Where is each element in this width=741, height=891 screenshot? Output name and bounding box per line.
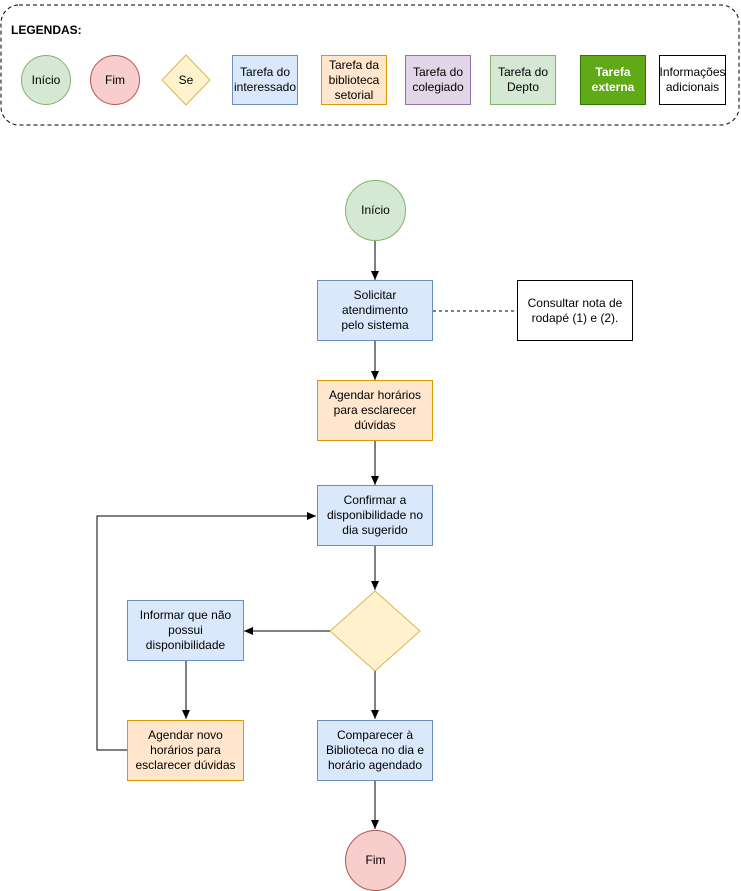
task-confirmar-disponibilidade: Confirmar a disponibilidade no dia suger…: [317, 485, 433, 546]
legend-title: LEGENDAS:: [11, 23, 82, 37]
decision-label: [330, 591, 420, 671]
legend-tarefa-interessado: Tarefa do interessado: [232, 55, 298, 105]
legend-tarefa-biblioteca: Tarefa da biblioteca setorial: [321, 55, 387, 105]
task-comparecer-biblioteca: Comparecer à Biblioteca no dia e horário…: [317, 720, 433, 781]
legend-end: Fim: [90, 55, 140, 105]
task-informar-indisponibilidade: Informar que não possui disponibilidade: [127, 600, 244, 661]
legend-tarefa-depto: Tarefa do Depto: [490, 55, 556, 105]
task-solicitar-atendimento: Solicitar atendimento pelo sistema: [317, 280, 433, 341]
start-node: Início: [345, 180, 406, 241]
legend-decision-diamond: [161, 54, 211, 106]
legend-tarefa-externa: Tarefa externa: [580, 55, 646, 105]
task-agendar-horarios: Agendar horários para esclarecer dúvidas: [317, 380, 433, 441]
end-node: Fim: [345, 830, 406, 891]
legend-frame: [0, 4, 740, 126]
task-agendar-novo-horario: Agendar novo horários para esclarecer dú…: [127, 720, 244, 781]
edge-agendar-novo-loop-to-confirmar: [96, 512, 316, 751]
legend-decision-label: Se: [178, 73, 194, 87]
legend-informacoes-adicionais: Informações adicionais: [659, 55, 726, 105]
note-consultar-rodape: Consultar nota de rodapé (1) e (2).: [517, 280, 633, 341]
legend-start: Início: [21, 55, 71, 105]
legend-tarefa-colegiado: Tarefa do colegiado: [405, 55, 471, 105]
